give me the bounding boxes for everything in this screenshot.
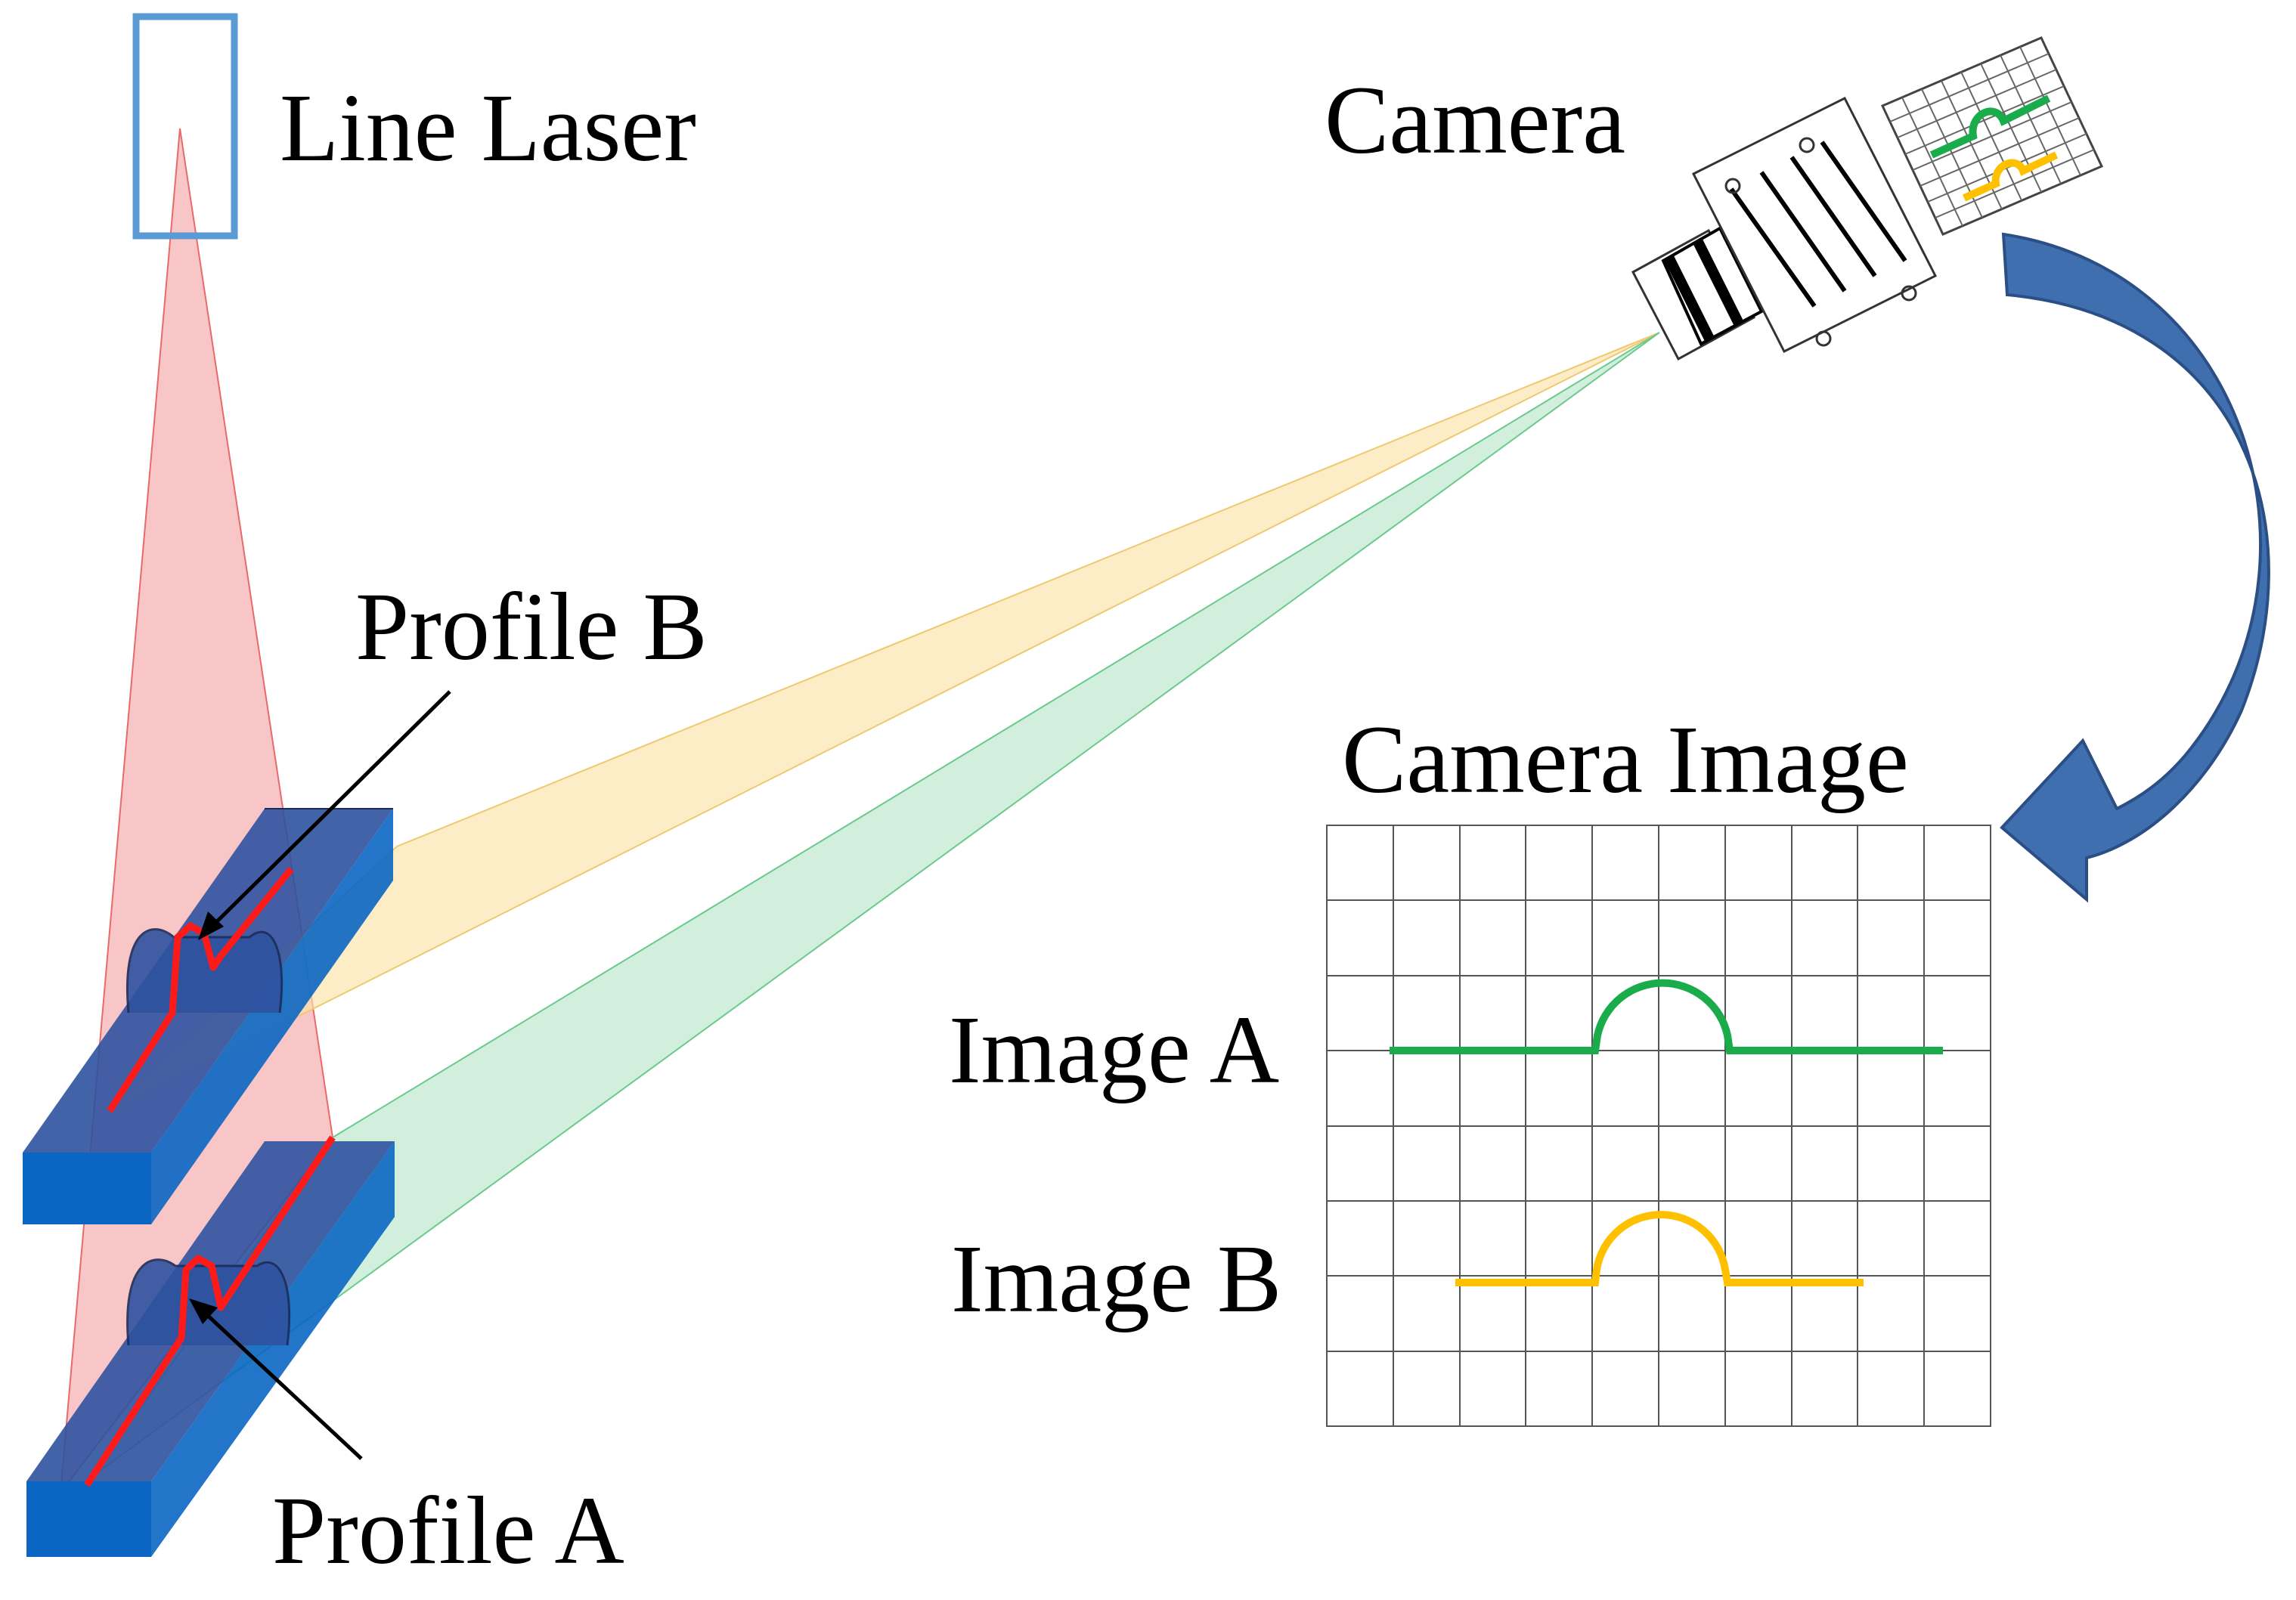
image-b-curve bbox=[1455, 1211, 1864, 1286]
profile-b-laser-line bbox=[107, 867, 294, 1113]
image-a-curve bbox=[1390, 979, 1943, 1054]
profile-b-label: Profile B bbox=[355, 573, 708, 680]
profile-b-pointer bbox=[201, 690, 451, 937]
profile-a-laser-line bbox=[84, 1135, 336, 1487]
profile-a-arrowhead bbox=[189, 1298, 218, 1324]
camera-sensor-thumbnail bbox=[1880, 36, 2104, 236]
workpiece-block-b bbox=[23, 808, 393, 1224]
profile-a-pointer bbox=[194, 1302, 363, 1460]
camera-image-label: Camera Image bbox=[1342, 706, 1909, 813]
camera-image-grid bbox=[1326, 825, 1991, 1427]
profile-a-label: Profile A bbox=[272, 1477, 624, 1584]
image-a-label: Image A bbox=[949, 996, 1279, 1103]
image-b-label: Image B bbox=[951, 1225, 1281, 1332]
camera-label: Camera bbox=[1325, 67, 1625, 174]
line-laser-icon bbox=[132, 13, 238, 240]
curved-arrow-icon bbox=[2000, 232, 2270, 903]
profile-b-arrowhead bbox=[198, 911, 224, 940]
line-laser-label: Line Laser bbox=[280, 74, 696, 181]
camera-icon bbox=[1631, 36, 2104, 361]
